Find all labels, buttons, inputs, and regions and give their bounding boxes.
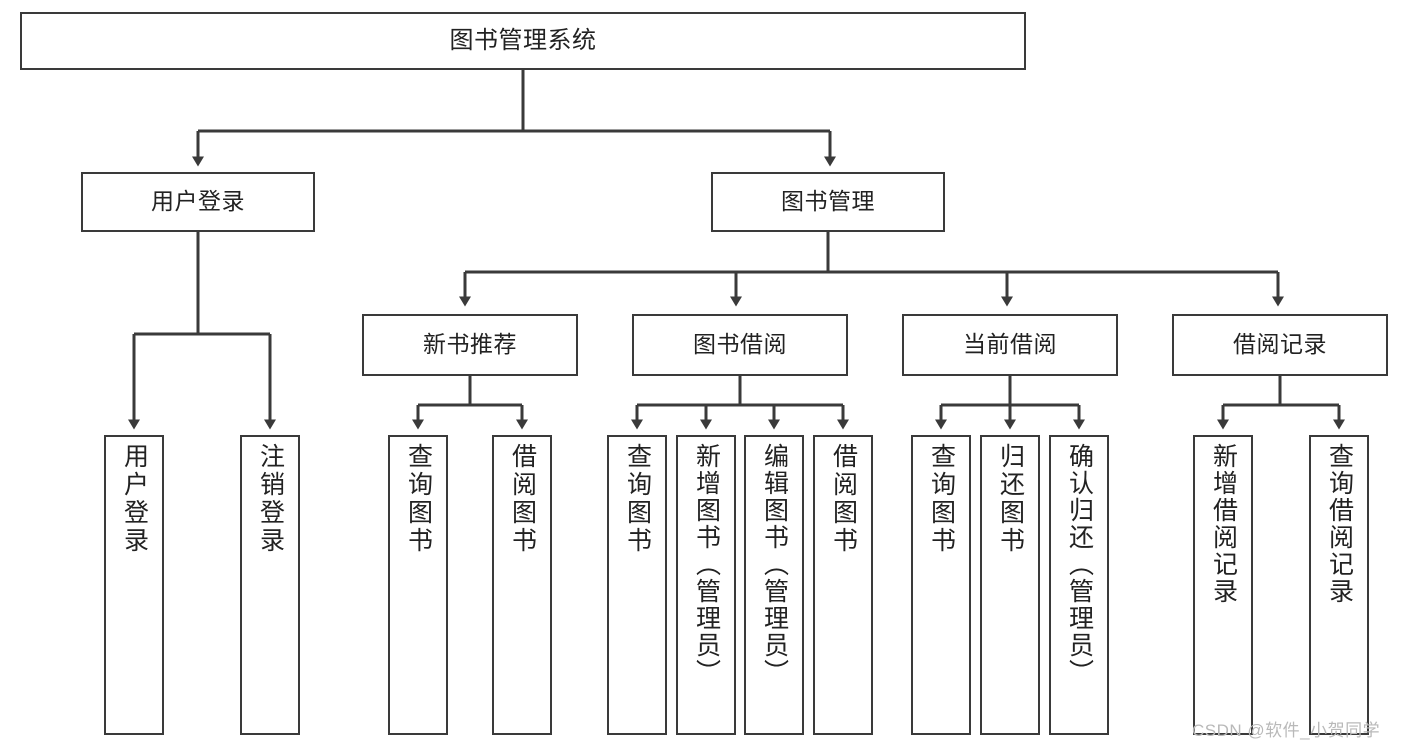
leaf-current-borrow-return-book[interactable]: 归还图书 [980, 435, 1040, 735]
leaf-book-borrow-borrow-book[interactable]: 借阅图书 [813, 435, 873, 735]
node-label: 注销登录 [256, 443, 285, 555]
node-label: 新增借阅记录 [1209, 443, 1238, 605]
leaf-new-book-borrow-book[interactable]: 借阅图书 [492, 435, 552, 735]
node-label: 查询借阅记录 [1325, 443, 1354, 605]
node-label: 归还图书 [996, 443, 1025, 555]
node-label: 借阅图书 [508, 443, 537, 555]
leaf-book-borrow-add-book-admin[interactable]: 新增图书（管理员） [676, 435, 736, 735]
node-label: 查询图书 [927, 443, 956, 555]
leaf-user-login-login[interactable]: 用户登录 [104, 435, 164, 735]
node-current-borrow[interactable]: 当前借阅 [902, 314, 1118, 376]
node-book-borrow[interactable]: 图书借阅 [632, 314, 848, 376]
node-label: 新书推荐 [423, 331, 517, 358]
node-book-management[interactable]: 图书管理 [711, 172, 945, 232]
node-label: 借阅图书 [829, 443, 858, 555]
node-root-book-management-system[interactable]: 图书管理系统 [20, 12, 1026, 70]
node-label: 用户登录 [151, 188, 245, 215]
node-label: 确认归还（管理员） [1065, 443, 1094, 686]
leaf-book-borrow-edit-book-admin[interactable]: 编辑图书（管理员） [744, 435, 804, 735]
csdn-watermark: CSDN @软件_小贺同学 [1192, 721, 1381, 740]
leaf-borrow-record-query-record[interactable]: 查询借阅记录 [1309, 435, 1369, 735]
leaf-current-borrow-confirm-return-admin[interactable]: 确认归还（管理员） [1049, 435, 1109, 735]
node-label: 借阅记录 [1233, 331, 1327, 358]
node-new-book-recommend[interactable]: 新书推荐 [362, 314, 578, 376]
node-label: 用户登录 [120, 443, 149, 555]
node-label: 查询图书 [623, 443, 652, 555]
node-label: 新增图书（管理员） [692, 443, 721, 686]
leaf-new-book-query-book[interactable]: 查询图书 [388, 435, 448, 735]
node-label: 图书管理 [781, 188, 875, 215]
node-label: 图书管理系统 [449, 26, 597, 54]
leaf-borrow-record-add-record[interactable]: 新增借阅记录 [1193, 435, 1253, 735]
node-borrow-record[interactable]: 借阅记录 [1172, 314, 1388, 376]
node-label: 查询图书 [404, 443, 433, 555]
node-label: 图书借阅 [693, 331, 787, 358]
leaf-book-borrow-query-book[interactable]: 查询图书 [607, 435, 667, 735]
node-user-login[interactable]: 用户登录 [81, 172, 315, 232]
leaf-user-login-logout[interactable]: 注销登录 [240, 435, 300, 735]
node-label: 编辑图书（管理员） [760, 443, 789, 686]
leaf-current-borrow-query-book[interactable]: 查询图书 [911, 435, 971, 735]
node-label: 当前借阅 [963, 331, 1057, 358]
